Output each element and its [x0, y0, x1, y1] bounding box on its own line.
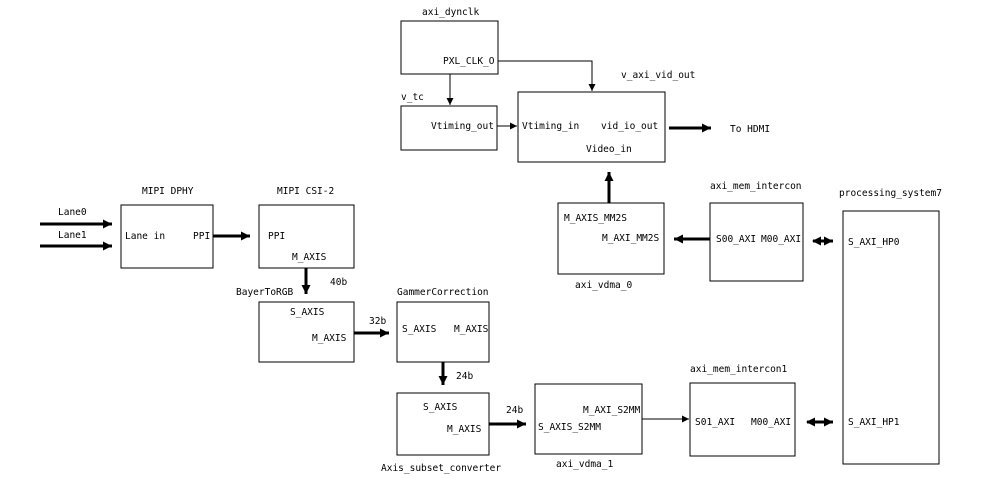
wire-clk-to-vidout [498, 60, 596, 91]
bus-width-24b-b: 24b [506, 405, 523, 416]
block-mipi-dphy-box [120, 204, 214, 269]
block-v-tc-title: v_tc [401, 92, 424, 103]
block-mipi-csi2[interactable]: MIPI CSI-2 PPI M_AXIS [258, 186, 355, 269]
port-vtiming-in: Vtiming_in [522, 121, 579, 132]
port-gammer-s-axis: S_AXIS [402, 324, 437, 335]
block-bayer-to-rgb[interactable]: BayerToRGB S_AXIS M_AXIS [236, 287, 355, 363]
block-axi-dynclk-title: axi_dynclk [422, 7, 479, 18]
port-gammer-m-axis: M_AXIS [454, 324, 489, 335]
block-mipi-dphy-title: MIPI DPHY [142, 186, 194, 197]
bus-width-32b: 32b [369, 316, 386, 327]
block-bayer-to-rgb-title: BayerToRGB [236, 287, 293, 298]
block-axi-vdma-1[interactable]: axi_vdma_1 M_AXI_S2MM S_AXIS_S2MM [534, 383, 643, 470]
block-axis-subset-converter-box [396, 392, 490, 456]
port-subset-s-axis: S_AXIS [423, 402, 458, 413]
block-axi-mem-intercon[interactable]: axi_mem_intercon S00_AXI M00_AXI [709, 181, 804, 282]
port-m-axi-mm2s: M_AXI_MM2S [602, 233, 659, 244]
block-gammer-correction-title: GammerCorrection [397, 287, 489, 298]
port-bayer-s-axis: S_AXIS [290, 307, 325, 318]
port-video-in: Video_in [586, 144, 632, 155]
bus-width-40b: 40b [330, 277, 347, 288]
port-m00-axi-a: M00_AXI [761, 234, 801, 245]
block-axi-dynclk-box [400, 20, 499, 75]
port-m-axi-s2mm: M_AXI_S2MM [583, 405, 640, 416]
port-bayer-m-axis: M_AXIS [312, 333, 347, 344]
block-v-tc[interactable]: v_tc Vtiming_out [400, 92, 498, 151]
bus-width-24b-a: 24b [456, 371, 473, 382]
port-s00-axi: S00_AXI [716, 234, 756, 245]
block-gammer-correction[interactable]: GammerCorrection S_AXIS M_AXIS [396, 287, 490, 363]
port-csi2-m-axis: M_AXIS [292, 252, 327, 263]
block-axi-vdma-0[interactable]: axi_vdma_0 M_AXIS_MM2S M_AXI_MM2S [557, 202, 665, 291]
port-subset-m-axis: M_AXIS [447, 424, 482, 435]
block-axi-mem-intercon-title: axi_mem_intercon [710, 181, 802, 192]
port-s-axis-s2mm: S_AXIS_S2MM [538, 422, 601, 433]
port-m-axis-mm2s: M_AXIS_MM2S [564, 213, 627, 224]
block-axis-subset-converter-title: Axis_subset_converter [381, 463, 501, 474]
block-axi-vdma-1-title: axi_vdma_1 [556, 459, 613, 470]
block-processing-system7-box [842, 210, 940, 465]
block-bayer-to-rgb-box [258, 301, 355, 363]
block-axi-mem-intercon1-title: axi_mem_intercon1 [690, 364, 788, 375]
block-axi-vdma-0-title: axi_vdma_0 [575, 280, 632, 291]
block-v-axi-vid-out[interactable]: v_axi_vid_out Vtiming_in vid_io_out Vide… [517, 70, 695, 163]
block-axi-mem-intercon-box [709, 202, 804, 282]
block-mipi-csi2-title: MIPI CSI-2 [277, 186, 334, 197]
block-v-axi-vid-out-title: v_axi_vid_out [621, 70, 695, 81]
block-axi-mem-intercon1-box [689, 382, 796, 457]
block-v-tc-box [400, 105, 498, 151]
block-mipi-dphy[interactable]: MIPI DPHY Lane in PPI [120, 186, 214, 269]
signal-to-hdmi-label: To HDMI [730, 124, 770, 135]
signal-lane0-label: Lane0 [58, 207, 87, 218]
block-axi-vdma-1-box [534, 383, 643, 455]
block-mipi-csi2-box [258, 204, 355, 269]
port-s-axi-hp1: S_AXI_HP1 [848, 417, 900, 428]
block-processing-system7[interactable]: processing_system7 S_AXI_HP0 S_AXI_HP1 [839, 188, 942, 465]
block-axi-dynclk[interactable]: axi_dynclk PXL_CLK_O [400, 7, 499, 75]
block-processing-system7-title: processing_system7 [839, 188, 942, 199]
block-v-axi-vid-out-box [517, 91, 666, 163]
port-dphy-ppi: PPI [193, 231, 210, 242]
port-vtiming-out: Vtiming_out [431, 121, 494, 132]
port-vid-io-out: vid_io_out [601, 121, 658, 132]
block-axi-vdma-0-box [557, 202, 665, 275]
port-m00-axi-b: M00_AXI [751, 417, 791, 428]
block-axis-subset-converter[interactable]: Axis_subset_converter S_AXIS M_AXIS [381, 392, 501, 474]
signal-lane1-label: Lane1 [58, 230, 87, 241]
port-s01-axi: S01_AXI [695, 417, 735, 428]
port-lane-in: Lane in [125, 231, 165, 242]
port-csi2-ppi: PPI [268, 231, 285, 242]
block-axi-mem-intercon1[interactable]: axi_mem_intercon1 S01_AXI M00_AXI [689, 364, 796, 457]
port-pxl-clk-o: PXL_CLK_O [443, 56, 495, 67]
port-s-axi-hp0: S_AXI_HP0 [848, 237, 900, 248]
